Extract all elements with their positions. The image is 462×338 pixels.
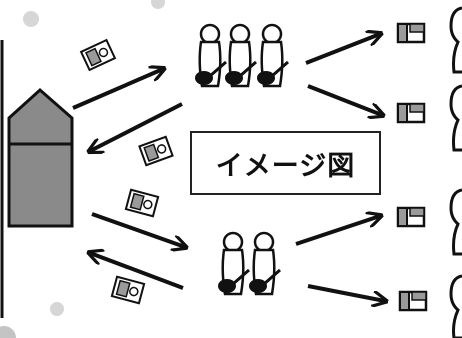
arrow-to-upper-band	[73, 69, 163, 108]
house-building-icon	[9, 90, 72, 226]
arrow-to-lower-band	[92, 214, 185, 247]
cd-package-icon	[398, 208, 424, 226]
arrow-to-listener	[296, 216, 380, 244]
cd-package-icon	[398, 24, 424, 42]
cd-package-icon	[126, 190, 158, 217]
cd-package-icon	[81, 40, 115, 70]
person-silhouette-icon	[451, 276, 462, 338]
guitarist-icon	[249, 233, 280, 294]
caption-box: イメージ図	[190, 131, 381, 195]
cd-package-icon	[398, 104, 424, 122]
person-silhouette-icon	[451, 8, 462, 72]
person-silhouette-icon	[451, 190, 462, 254]
cd-package-icon	[400, 292, 426, 310]
background-dot	[0, 326, 16, 338]
caption-text: イメージ図	[216, 144, 355, 183]
cd-package-icon	[112, 277, 144, 304]
guitarist-icon	[225, 25, 256, 86]
guitarist-icon	[257, 25, 288, 86]
arrow-to-listener	[308, 86, 382, 115]
background-dot	[50, 302, 64, 316]
guitarist-icon	[218, 233, 249, 294]
person-silhouette-icon	[451, 86, 462, 150]
cd-package-icon	[139, 137, 172, 165]
background-dot	[151, 0, 165, 9]
guitarist-icon	[195, 25, 226, 86]
arrow-to-listener	[308, 286, 385, 301]
background-dot	[23, 11, 39, 27]
arrow-to-listener	[306, 34, 380, 63]
